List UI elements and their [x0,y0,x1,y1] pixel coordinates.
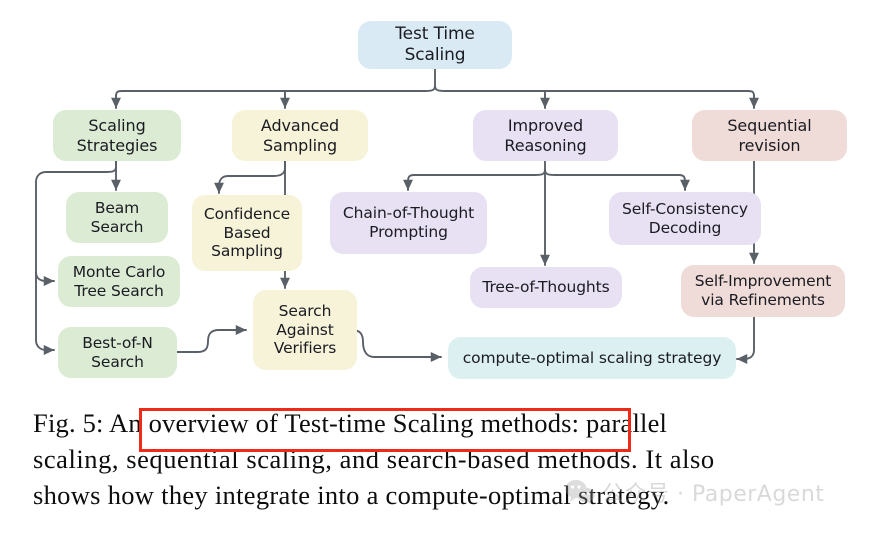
node-label: compute-optimal scaling strategy [462,348,722,367]
node-label: Test Time Scaling [395,24,475,65]
node-test-time-scaling[interactable]: Test Time Scaling [358,21,512,69]
caption-line-3: shows how they integrate into a compute-… [33,480,670,510]
node-label: Tree-of-Thoughts [482,278,610,297]
caption-line-2: scaling, sequential scaling, and search-… [33,444,715,474]
figure-caption: Fig. 5: An overview of Test-time Scaling… [33,405,853,513]
caption-line-1: Fig. 5: An overview of Test-time Scaling… [33,408,668,438]
node-tree-of-thoughts[interactable]: Tree-of-Thoughts [470,267,622,308]
node-compute-optimal-scaling-strategy[interactable]: compute-optimal scaling strategy [448,337,736,379]
